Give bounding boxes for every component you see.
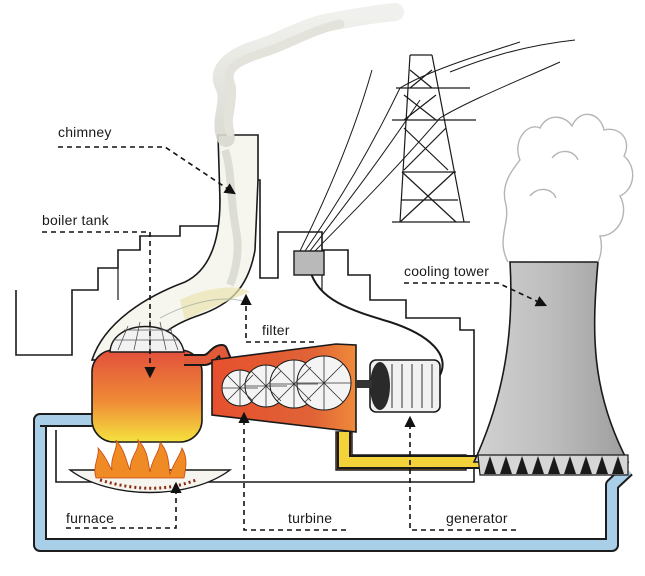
label-filter: filter <box>262 322 290 338</box>
cooling-tower <box>472 261 630 476</box>
label-chimney: chimney <box>58 124 112 140</box>
leader-chimney <box>58 146 236 195</box>
leader-cooling-tower <box>404 282 548 307</box>
water-pipe <box>33 413 633 552</box>
leader-turbine <box>238 411 346 531</box>
leader-boiler-tank <box>42 231 156 379</box>
label-turbine: turbine <box>288 510 333 526</box>
label-cooling-tower: cooling tower <box>404 263 490 279</box>
label-boiler-tank: boiler tank <box>42 212 109 228</box>
furnace <box>67 438 233 494</box>
cooling-tower-steam <box>502 113 634 263</box>
building-outline <box>15 179 475 483</box>
pylon <box>392 54 476 223</box>
power-cable <box>309 269 444 376</box>
label-generator: generator <box>446 510 508 526</box>
label-leaders <box>42 146 548 531</box>
generator <box>356 359 441 413</box>
power-lines <box>299 39 576 252</box>
boiler-tank <box>91 320 203 443</box>
leader-filter <box>240 293 314 343</box>
transformer-box <box>293 250 325 276</box>
leader-furnace <box>66 481 182 529</box>
chimney <box>90 134 259 361</box>
label-furnace: furnace <box>66 510 115 526</box>
leader-generator <box>404 415 516 531</box>
chimney-smoke <box>212 3 404 147</box>
